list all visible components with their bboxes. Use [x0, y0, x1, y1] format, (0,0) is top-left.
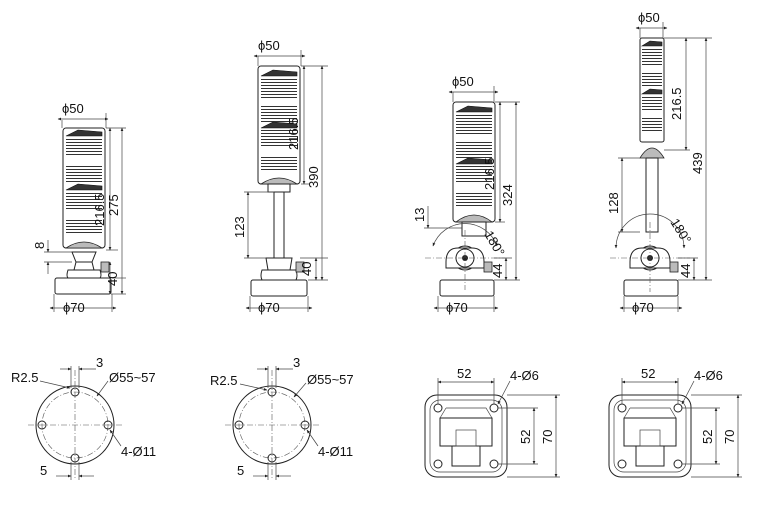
dim-216-5: 216.5: [92, 193, 107, 226]
offset-label: 5: [40, 463, 47, 478]
top-diameter-label: ϕ50: [638, 10, 660, 25]
slot-width-label: 3: [96, 355, 103, 370]
dim-13: 13: [412, 208, 427, 222]
dim-216-5: 216.5: [482, 157, 497, 190]
dim-439: 439: [690, 152, 705, 174]
outer-height-label: 70: [540, 430, 555, 444]
base-diameter-label: ϕ70: [446, 300, 468, 315]
holes-label: 4-Ø11: [121, 444, 156, 459]
dim-216-5: 216.5: [669, 87, 684, 120]
round-base-view-a: 3 R2.5 Ø55~57 4-Ø11 5: [11, 355, 156, 480]
radius-label: R2.5: [11, 370, 38, 385]
pcd-label: Ø55~57: [307, 372, 354, 387]
side-view-4: ϕ50 ϕ70 180° 216.5 439 4: [606, 10, 712, 315]
base-diameter-label: ϕ70: [632, 300, 654, 315]
top-diameter-label: ϕ50: [62, 101, 84, 116]
dim-40: 40: [299, 262, 314, 276]
dim-44: 44: [490, 264, 505, 278]
width-label: 52: [457, 366, 471, 381]
square-base-view-a: 52 4-Ø6 52 70: [424, 366, 560, 478]
slot-width-label: 3: [293, 355, 300, 370]
holes-label: 4-Ø6: [694, 368, 723, 383]
outer-height-label: 70: [722, 430, 737, 444]
holes-label: 4-Ø6: [510, 368, 539, 383]
base-diameter-label: ϕ70: [63, 300, 85, 315]
dim-216-5: 216.5: [286, 117, 301, 150]
side-view-2: ϕ50 ϕ70 216.5 390 40 123: [232, 38, 328, 315]
round-base-view-b: 3 R2.5 Ø55~57 4-Ø11 5: [210, 355, 354, 480]
top-diameter-label: ϕ50: [452, 74, 474, 89]
top-diameter-label: ϕ50: [258, 38, 280, 53]
dim-8: 8: [32, 242, 47, 249]
dim-44: 44: [678, 264, 693, 278]
pcd-label: Ø55~57: [109, 370, 156, 385]
base-diameter-label: ϕ70: [258, 300, 280, 315]
dim-40: 40: [105, 272, 120, 286]
side-view-1: ϕ50 ϕ70 216.5 275 40: [32, 101, 126, 315]
dim-128: 128: [606, 192, 621, 214]
dim-275: 275: [106, 194, 121, 216]
rotation-angle: 180°: [481, 228, 507, 259]
holes-label: 4-Ø11: [318, 444, 353, 459]
inner-height-label: 52: [518, 430, 533, 444]
square-base-view-b: 52 4-Ø6 52 70: [608, 366, 742, 478]
dim-123: 123: [232, 216, 247, 238]
width-label: 52: [641, 366, 655, 381]
dim-390: 390: [306, 166, 321, 188]
radius-label: R2.5: [210, 373, 237, 388]
inner-height-label: 52: [700, 430, 715, 444]
side-view-3: ϕ50 ϕ70 180° 216.: [412, 74, 520, 315]
dim-324: 324: [500, 184, 515, 206]
rotation-angle: 180°: [667, 216, 694, 247]
offset-label: 5: [237, 463, 244, 478]
